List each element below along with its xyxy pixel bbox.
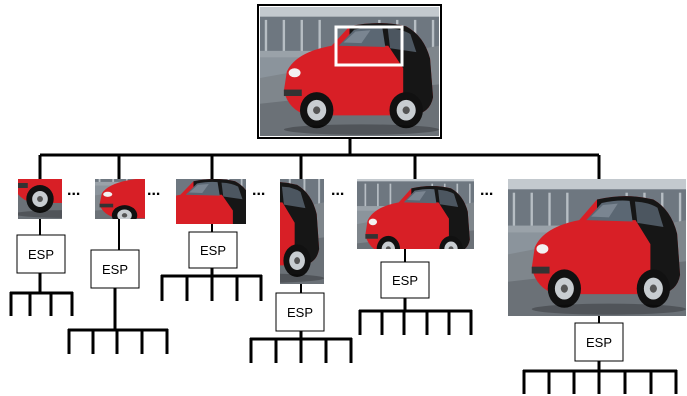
node-6-esp-label: ESP bbox=[586, 335, 612, 350]
root-tree-lines bbox=[38, 138, 601, 180]
node-6-fanout bbox=[522, 361, 678, 394]
node-4-fanout bbox=[249, 331, 353, 363]
node-5: ESP bbox=[357, 179, 474, 335]
node-1-esp-label: ESP bbox=[28, 247, 54, 262]
node-5-esp-box bbox=[380, 261, 430, 299]
node-4: ESP bbox=[249, 179, 353, 363]
node-6-image bbox=[508, 179, 686, 316]
node-5-image bbox=[357, 179, 474, 249]
gap-marker-3: ... bbox=[252, 182, 265, 199]
node-5-fanout bbox=[358, 298, 473, 335]
gap-marker-5: ... bbox=[480, 182, 493, 199]
node-3-fanout bbox=[160, 268, 263, 301]
window-crop-box bbox=[334, 25, 404, 67]
gap-markers: ... ... ... ... ... bbox=[67, 182, 493, 199]
node-2-esp-box bbox=[90, 249, 140, 289]
gap-marker-1: ... bbox=[67, 182, 80, 199]
root-image bbox=[257, 4, 442, 139]
node-2: ESP bbox=[67, 179, 169, 354]
node-2-esp-label: ESP bbox=[102, 262, 128, 277]
node-3-esp-box bbox=[188, 231, 238, 269]
node-5-esp-label: ESP bbox=[392, 273, 418, 288]
node-4-esp-label: ESP bbox=[287, 305, 313, 320]
node-2-fanout bbox=[67, 288, 169, 354]
node-1-esp-box bbox=[16, 234, 66, 274]
gap-marker-4: ... bbox=[331, 182, 344, 199]
gap-marker-2: ... bbox=[147, 182, 160, 199]
node-1-fanout bbox=[9, 273, 74, 316]
node-1: ESP bbox=[9, 179, 74, 316]
node-3-esp-label: ESP bbox=[200, 243, 226, 258]
node-3: ESP bbox=[160, 179, 263, 301]
node-6: ESP bbox=[508, 179, 686, 394]
